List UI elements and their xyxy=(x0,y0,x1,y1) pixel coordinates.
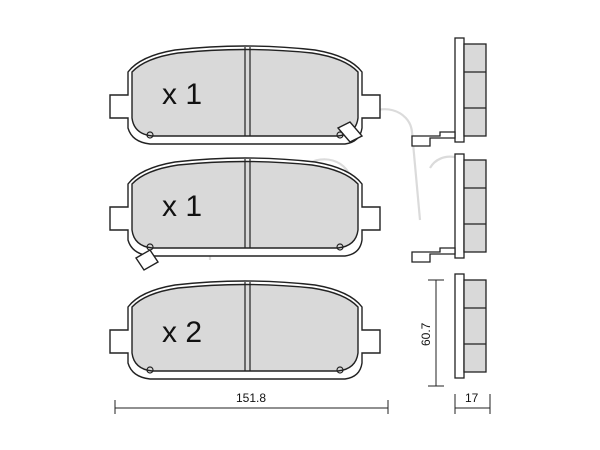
brake-pad-3: x 2 xyxy=(109,280,381,380)
dimension-width: 151.8 xyxy=(114,391,389,414)
brake-pad-2: x 1 xyxy=(109,157,381,271)
height-value: 60.7 xyxy=(419,322,433,346)
wear-sensor-clip xyxy=(135,249,159,271)
side-view-2 xyxy=(411,153,487,263)
thickness-value: 17 xyxy=(465,391,479,405)
brake-pad-1: x 1 xyxy=(109,45,381,145)
side-view-3 xyxy=(454,273,487,379)
width-value: 151.8 xyxy=(236,391,266,405)
dimension-height: 60.7 xyxy=(419,279,444,387)
pad-1-quantity: x 1 xyxy=(162,78,202,111)
pad-3-quantity: x 2 xyxy=(162,316,202,349)
side-view-1 xyxy=(411,37,487,147)
pad-2-quantity: x 1 xyxy=(162,190,202,223)
dimension-thickness: 17 xyxy=(454,391,491,414)
